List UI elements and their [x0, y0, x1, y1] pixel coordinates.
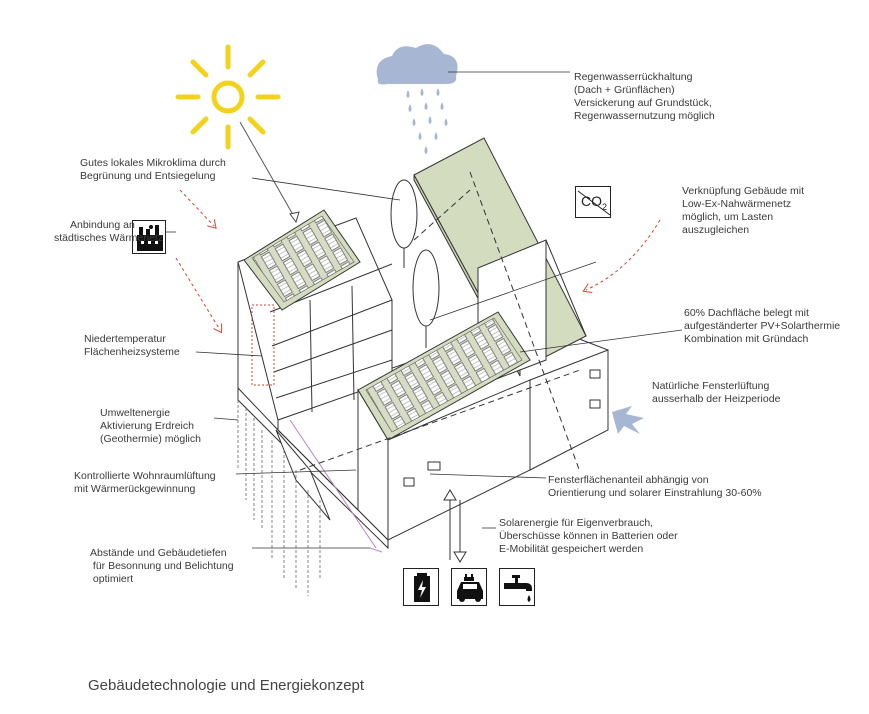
label-line: Abstände und Gebäudetiefen: [90, 547, 227, 559]
heat-flow-arrows: [175, 189, 661, 330]
leader-lines: [166, 71, 683, 549]
label-line: Regenwasserrückhaltung: [574, 71, 693, 83]
label-line: mit Wärmerückgewinnung: [74, 483, 196, 495]
label-line: Aktivierung Erdreich: [100, 420, 194, 432]
sun-icon: [175, 44, 281, 150]
label-line: möglich, um Lasten: [682, 211, 774, 223]
label-line: städtisches Wärmenetz: [54, 232, 164, 244]
label-line: (Geothermie) möglich: [100, 433, 201, 445]
label-line: auszugleichen: [682, 224, 750, 236]
label-line: Kombination mit Gründach: [684, 333, 809, 345]
label-line: Natürliche Fensterlüftung: [652, 380, 770, 392]
rain-cloud-icon: [376, 44, 458, 154]
label-line: ausserhalb der Heizperiode: [652, 393, 781, 405]
label-controlled-ventilation: Kontrollierte Wohnraumlüftung mit Wärmer…: [74, 470, 216, 496]
geothermal-lines: [237, 400, 321, 596]
label-line: Niedertemperatur: [84, 333, 166, 345]
label-line: optimiert: [90, 573, 134, 585]
label-microclimate: Gutes lokales Mikroklima durch Begrünung…: [80, 157, 226, 183]
diagram-caption: Gebäudetechnologie und Energiekonzept: [88, 677, 365, 694]
floor-heating-zone: [251, 304, 275, 386]
label-line: (Dach + Grünflächen): [574, 84, 675, 96]
label-line: Regenwassernutzung möglich: [574, 110, 715, 122]
label-window-ratio: Fensterflächenanteil abhängig von Orient…: [548, 474, 762, 500]
label-line: Flächenheizsysteme: [84, 346, 180, 358]
label-district-heating: Anbindung an städtisches Wärmenetz: [54, 219, 164, 245]
battery-icon: [403, 568, 439, 606]
label-line: aufgeständerter PV+Solarthermie: [684, 320, 841, 332]
electric-car-icon: [451, 568, 487, 606]
label-line: Versickerung auf Grundstück,: [574, 97, 712, 109]
wind-icon: [612, 406, 644, 434]
tree-icon: [390, 179, 440, 348]
label-line: Fensterflächenanteil abhängig von: [548, 474, 709, 486]
label-low-ex-grid: Verknüpfung Gebäude mit Low-Ex-Nahwärmen…: [682, 185, 804, 237]
factory-icon: [132, 220, 166, 254]
distance-marker: [369, 547, 383, 553]
co2-subscript: 2: [602, 201, 608, 212]
energy-flow-arrows: [443, 489, 467, 563]
label-line: Anbindung an: [70, 219, 135, 231]
label-line: Überschüsse können in Batterien oder: [499, 530, 678, 542]
label-line: 60% Dachfläche belegt mit: [684, 307, 809, 319]
label-roof-pv: 60% Dachfläche belegt mit aufgeständerte…: [684, 307, 840, 346]
label-line: E-Mobilität gespeichert werden: [499, 543, 644, 555]
label-distances: Abstände und Gebäudetiefen für Besonnung…: [90, 547, 234, 586]
label-line: Verknüpfung Gebäude mit: [682, 185, 805, 197]
label-line: Low-Ex-Nahwärmenetz: [682, 198, 792, 210]
sun-ray-arrowhead: [289, 211, 300, 224]
label-line: Orientierung und solarer Einstrahlung 30…: [548, 487, 762, 499]
water-tap-icon: [499, 568, 535, 606]
label-line: Begrünung und Entsiegelung: [80, 170, 216, 182]
label-line: Gutes lokales Mikroklima durch: [80, 157, 226, 169]
label-rainwater: Regenwasserrückhaltung (Dach + Grünfläch…: [574, 71, 715, 123]
label-natural-ventilation: Natürliche Fensterlüftung ausserhalb der…: [652, 380, 780, 406]
label-geothermal: Umweltenergie Aktivierung Erdreich (Geot…: [100, 407, 201, 446]
sun-ray-line: [239, 121, 297, 221]
label-line: Kontrollierte Wohnraumlüftung: [74, 470, 216, 482]
label-solar-energy: Solarenergie für Eigenverbrauch, Übersch…: [499, 517, 678, 556]
label-line: für Besonnung und Belichtung: [90, 560, 234, 572]
label-line: Umweltenergie: [100, 407, 171, 419]
label-line: Solarenergie für Eigenverbrauch,: [499, 517, 654, 529]
co2-icon: CO2: [575, 186, 611, 218]
building: [237, 137, 609, 550]
label-floor-heating: Niedertemperatur Flächenheizsysteme: [84, 333, 180, 359]
